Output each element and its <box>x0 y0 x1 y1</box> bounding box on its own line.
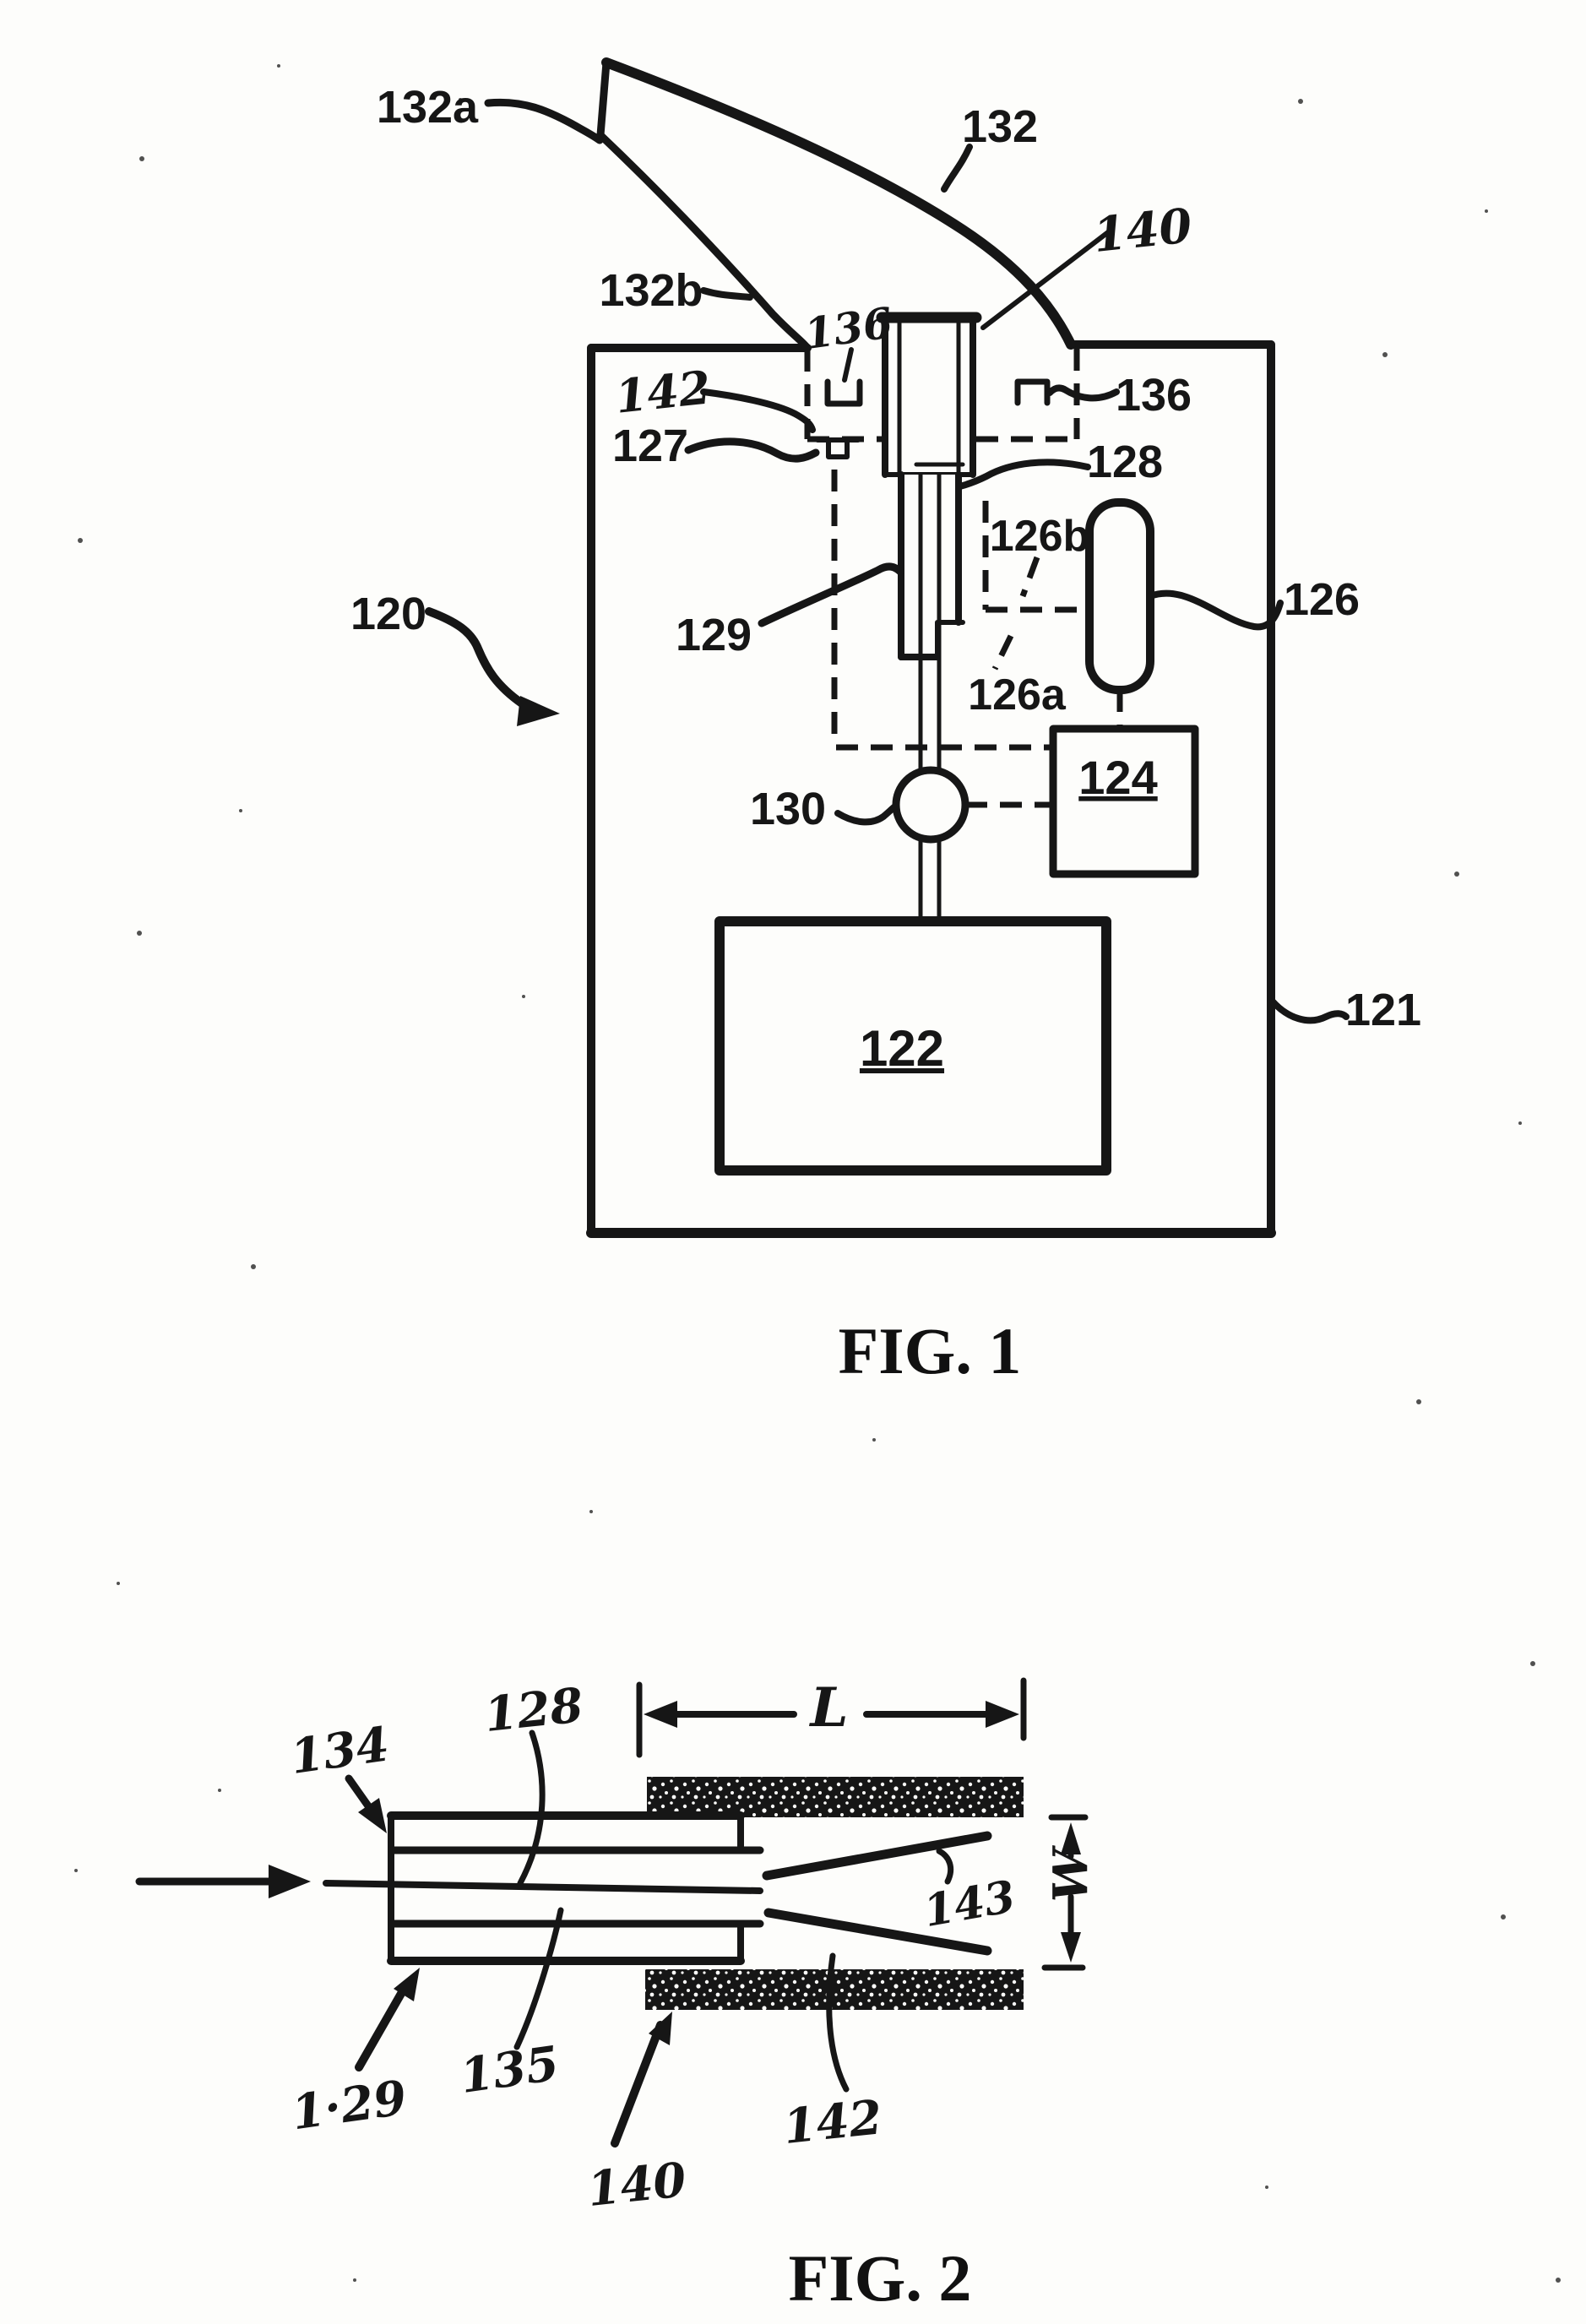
fig1-leader-136-left <box>842 347 854 383</box>
fig2-label-142: 142 <box>780 2089 884 2155</box>
fig2-leader-134-arrowhead <box>358 1798 387 1833</box>
fig2-label-140: 140 <box>584 2152 688 2218</box>
fig2-leader-129-arrowhead <box>394 1968 420 2001</box>
fig1-sensor-marker-right <box>1014 378 1051 406</box>
fig1-leader-132 <box>941 144 973 193</box>
fig2-spray-cone-lower <box>763 1908 992 1956</box>
fig1-sensor-marker-left <box>824 378 863 407</box>
fig2-dim-W-arrowhead-down <box>1061 1932 1081 1963</box>
fig1-leader-120-arrowhead <box>517 696 560 726</box>
fig1-leader-120-shaft <box>425 607 526 708</box>
fig1-components <box>714 378 1199 1176</box>
scan-noise-specks <box>74 64 1561 2283</box>
fig1-label-120: 120 <box>350 589 426 639</box>
fig1-leader-121 <box>1269 998 1350 1024</box>
fig1-analyzer-box <box>714 916 1111 1176</box>
fig2-label-143: 143 <box>920 1871 1018 1937</box>
fig1-enclosure <box>586 340 1276 1238</box>
fig2-leader-129-shaft <box>355 1982 410 2072</box>
fig2-labels: 134 128 135 1·29 140 142 143 FIG. 2 <box>287 1677 1019 2315</box>
fig2-dim-L-label: L <box>809 1676 849 1740</box>
fig1-label-142: 142 <box>613 360 714 423</box>
fig1-sleeve-body <box>901 475 959 657</box>
fig1-leader-126b-dashed <box>1019 556 1040 598</box>
fig2-leader-140-arrowhead <box>649 2012 672 2045</box>
fig1-leader-136-right <box>1046 384 1120 402</box>
fig1-label-126b: 126b <box>990 512 1090 561</box>
fig1-leader-127 <box>684 437 820 463</box>
fig2-spray-cone-upper <box>762 1831 992 1881</box>
fig1-leader-130 <box>834 802 899 826</box>
fig1-leader-126a-dashed <box>991 634 1014 671</box>
fig1-leaders <box>425 98 1350 1024</box>
fig2-dim-W-arrowhead-up <box>1061 1822 1081 1854</box>
fig2-heater-block-top <box>647 1777 1024 1817</box>
fig2-leader-143 <box>936 1848 954 1885</box>
fig1-leader-132b <box>700 287 753 301</box>
fig1-horn-outer-curve <box>601 57 1076 350</box>
fig1-label-136-left: 136 <box>801 297 896 359</box>
fig1-label-132: 132 <box>962 101 1038 152</box>
fig1-tube-stack <box>876 312 982 924</box>
fig2-label-134: 134 <box>287 1716 393 1785</box>
fig1-inlet-funnel-127 <box>815 437 861 459</box>
fig1-leader-128 <box>957 459 1091 490</box>
fig2-leader-135 <box>513 1907 564 2050</box>
fig1-label-132b: 132b <box>599 265 703 316</box>
fig2-dim-L-arrowhead-left <box>644 1701 677 1728</box>
fig1-sensor-capsule <box>1085 498 1154 694</box>
fig1-valve-circle <box>892 766 970 844</box>
fig2-heater-block-bottom <box>645 1969 1024 2010</box>
fig1-leader-132a <box>484 98 604 144</box>
fig1-label-126a: 126a <box>968 671 1067 719</box>
fig1-barrel-inner-walls <box>897 320 961 477</box>
fig2-dim-W-label: W <box>1043 1844 1099 1902</box>
fig2-leader-140-shaft <box>611 2021 665 2148</box>
fig1-label-132a: 132a <box>377 82 479 133</box>
fig2-leader-128 <box>517 1729 546 1887</box>
fig1-label-127: 127 <box>612 421 688 471</box>
fig1-horn-mouth-edge <box>596 58 611 139</box>
fig2-label-129: 1·29 <box>288 2070 410 2141</box>
fig2-inlet-arrowhead <box>269 1865 311 1898</box>
fig1-capillary-lower <box>918 836 942 924</box>
fig2-label-135: 135 <box>457 2035 562 2104</box>
fig1-label-122: 122 <box>860 1020 944 1077</box>
fig1-horn-inner-curve <box>596 131 812 352</box>
fig2-dimensions: L W <box>636 1676 1099 1971</box>
fig1-label-129: 129 <box>676 610 752 660</box>
fig1-capillary-upper <box>918 472 942 774</box>
fig1-inlet-horn <box>596 57 1076 352</box>
fig2-caption: FIG. 2 <box>789 2241 972 2315</box>
fig1-label-140: 140 <box>1090 198 1194 263</box>
fig2-leaders <box>345 1729 954 2148</box>
fig2-leader-134-shaft <box>345 1774 373 1811</box>
fig1-label-121: 121 <box>1345 985 1421 1035</box>
fig2-leader-142 <box>826 1952 850 2093</box>
fig1-label-124: 124 <box>1078 751 1157 804</box>
fig1-label-126: 126 <box>1284 574 1360 625</box>
fig2-label-128: 128 <box>481 1677 585 1743</box>
fig1-barrel-outer-walls <box>882 318 976 478</box>
fig1-leader-129 <box>758 562 904 627</box>
fig2-capillary-centerline <box>323 1880 763 1894</box>
fig2-drawing <box>135 1777 1024 2010</box>
fig1-label-130: 130 <box>750 784 826 834</box>
fig1-label-136-right: 136 <box>1116 370 1192 421</box>
fig1-leader-126 <box>1147 589 1284 631</box>
fig1-leader-142 <box>700 388 816 433</box>
fig1-controller-box <box>1049 725 1199 878</box>
fig1-labels: 132a 132 132b 140 136 136 142 127 128 12… <box>350 82 1421 1387</box>
fig1-leader-140 <box>980 227 1114 330</box>
fig1-caption: FIG. 1 <box>839 1314 1022 1387</box>
fig1-label-128: 128 <box>1087 437 1163 487</box>
fig2-dim-L-arrowhead-right <box>986 1701 1019 1728</box>
